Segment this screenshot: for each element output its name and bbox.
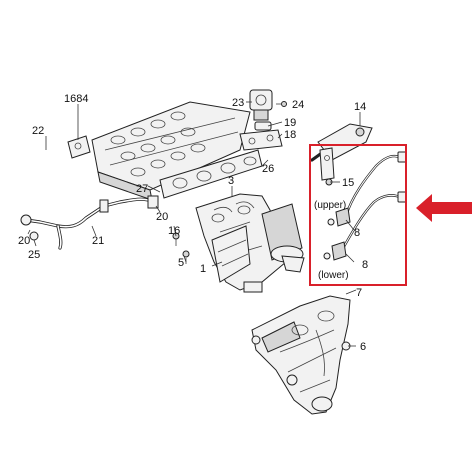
exhaust-manifold (182, 193, 305, 293)
callout-21: 21 (92, 235, 104, 247)
egr-valve (249, 89, 287, 121)
callout-15: 15 (342, 177, 354, 189)
callout-27: 27 (136, 183, 148, 195)
callout-1: 1 (200, 263, 206, 275)
highlight-box (309, 144, 407, 286)
callout-24: 24 (292, 99, 304, 111)
callout-20-lower: 20 (18, 235, 30, 247)
oxygen-sensor-upper (327, 151, 407, 227)
callout-14: 14 (354, 101, 366, 113)
callout-20-upper: 20 (156, 211, 168, 223)
callout-1684: 1684 (64, 93, 88, 105)
callout-19: 19 (284, 117, 296, 129)
callout-7: 7 (356, 287, 362, 299)
callout-6: 6 (360, 341, 366, 353)
egr-pipe (239, 121, 283, 151)
callout-23: 23 (232, 97, 244, 109)
callout-8-lower: 8 (362, 259, 368, 271)
leader-lines (27, 101, 361, 347)
label-upper: (upper) (314, 200, 346, 211)
callout-16: 16 (168, 225, 180, 237)
coolant-pipe (20, 195, 180, 250)
arrow-left-icon (416, 194, 472, 222)
label-lower: (lower) (318, 270, 349, 281)
cylinder-head (67, 101, 251, 201)
callout-3: 3 (228, 175, 234, 187)
bracket-15 (319, 147, 335, 186)
callout-22: 22 (32, 125, 44, 137)
callout-26: 26 (262, 163, 274, 175)
callout-25: 25 (28, 249, 40, 261)
callout-labels: 1684 22 23 24 14 19 18 26 15 27 3 20 16 … (18, 93, 368, 353)
callout-18: 18 (284, 129, 296, 141)
callout-8-upper: 8 (354, 227, 360, 239)
oxygen-sensor-lower (323, 191, 407, 261)
front-exhaust-pipe (251, 295, 351, 415)
callout-5: 5 (178, 257, 184, 269)
